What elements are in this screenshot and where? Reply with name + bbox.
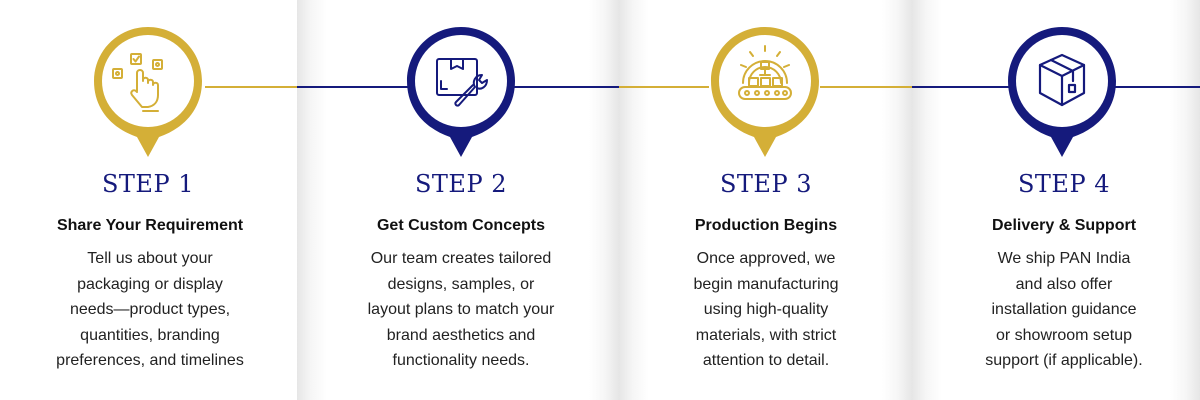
step-3-desc-line: begin manufacturing [693,275,839,293]
step-2-title: STEP 2 [414,170,507,198]
step-1-desc-line: quantities, branding [80,326,220,344]
step-2-desc-line: brand aesthetics and [386,326,536,344]
connector-line-5 [820,86,912,88]
box-wrench-icon [436,58,488,107]
step-4-desc-line: and also offer [1015,275,1113,293]
package-box-icon [1038,53,1086,107]
step-4-pin [1002,25,1122,165]
step-4-title: STEP 4 [1017,170,1110,198]
step-2-desc-line: Our team creates tailored [370,250,552,267]
step-1-desc-line: needs—product types, [69,301,231,318]
connector-line-3 [510,86,619,88]
step-2-heading: Get Custom Concepts [376,217,545,234]
hand-select-icon [112,53,163,112]
step-2-desc-line: designs, samples, or [387,275,535,293]
step-4-desc-line: We ship PAN India [997,250,1131,267]
step-3-desc-line: using high-quality [703,301,829,318]
step-3-title: STEP 3 [719,170,812,198]
connector-line-6 [912,86,1013,88]
connector-line-2 [297,86,412,88]
step-2-description: Our team creates tailored designs, sampl… [336,246,586,374]
step-4-desc-line: support (if applicable). [985,352,1143,369]
step-4-desc-line: installation guidance [991,301,1137,318]
step-2-desc-line: functionality needs. [392,352,530,369]
step-2-pin [401,25,521,165]
step-1-title: STEP 1 [101,170,194,198]
step-3-desc-line: Once approved, we [696,250,836,267]
step-1-desc-line: preferences, and timelines [56,352,244,369]
step-3-heading: Production Begins [694,217,838,234]
connector-line-4 [619,86,709,88]
step-4-heading: Delivery & Support [991,217,1137,234]
step-3-desc-line: materials, with strict [695,326,837,344]
step-1-heading: Share Your Requirement [56,217,244,234]
step-4-description: We ship PAN India and also offer install… [944,246,1184,374]
step-1-desc-line: packaging or display [77,275,223,293]
connector-line-7 [1110,86,1200,88]
step-2-desc-line: layout plans to match your [367,301,555,318]
conveyor-gear-icon [738,45,792,100]
step-1-desc-line: Tell us about your [87,250,213,267]
step-1-description: Tell us about your packaging or display … [25,246,275,374]
step-3-pin [705,25,825,165]
step-3-description: Once approved, we begin manufacturing us… [646,246,886,374]
step-3-desc-line: attention to detail. [702,352,830,369]
step-1-pin [88,25,208,165]
step-4-desc-line: or showroom setup [995,326,1133,344]
connector-line-1 [205,86,297,88]
